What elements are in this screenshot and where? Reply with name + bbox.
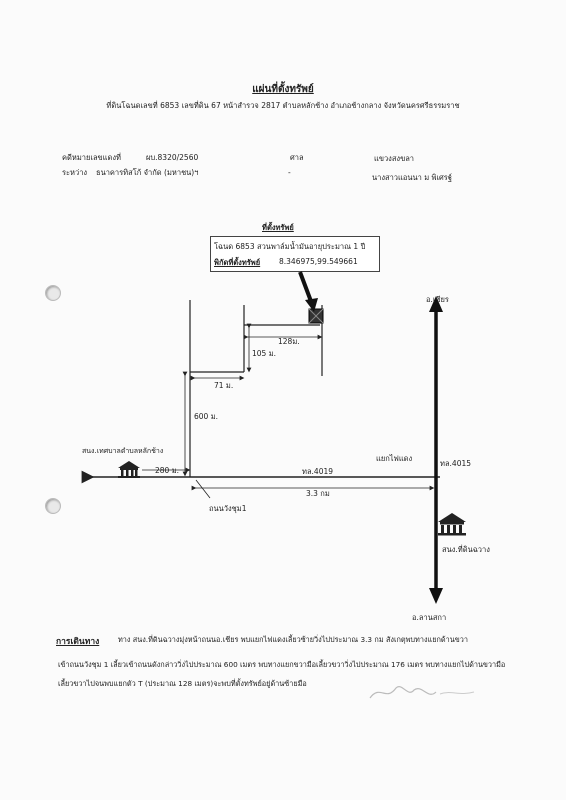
wangchum-road-label: ถนนวังชุม1 bbox=[209, 504, 247, 513]
case-number-value: ผบ.8320/2560 bbox=[146, 153, 199, 162]
distance-71: 71 ม. bbox=[214, 381, 233, 390]
distance-600: 600 ม. bbox=[194, 412, 218, 421]
court-label: ศาล bbox=[290, 153, 304, 162]
distance-280: 280 ม. bbox=[155, 466, 179, 475]
parcel-info-box: โฉนด 6853 สวนพาล์มน้ำมันอายุประมาณ 1 ปี … bbox=[210, 236, 380, 272]
north-label: อ.เชียร bbox=[426, 295, 449, 304]
road-4019-label: ทล.4019 bbox=[302, 467, 333, 476]
route-line-2: เข้าถนนวังชุม 1 เลี้ยวเข้าถนนดังกล่าววิ่… bbox=[58, 660, 506, 669]
building-icon bbox=[118, 461, 140, 478]
between-label: ระหว่าง bbox=[62, 168, 88, 177]
land-office-label: สนง.ที่ดินฉวาง bbox=[442, 544, 490, 554]
coordinate-value: 8.346975,99.549661 bbox=[279, 257, 358, 266]
distance-3-3km: 3.3 กม bbox=[306, 489, 330, 498]
parcel-description: โฉนด 6853 สวนพาล์มน้ำมันอายุประมาณ 1 ปี bbox=[214, 242, 366, 251]
arrow-down-icon bbox=[429, 588, 443, 604]
road-4015-label: ทล.4015 bbox=[440, 459, 471, 468]
distance-128: 128ม. bbox=[278, 337, 300, 346]
south-label: อ.ลานสกา bbox=[412, 613, 446, 622]
route-line-1: ทาง สนง.ที่ดินฉวางมุ่งหน้าถนนอ.เชียร พบแ… bbox=[118, 635, 468, 644]
page-title: แผ่นที่ตั้งทรัพย์ bbox=[252, 84, 314, 95]
signature-mark bbox=[369, 686, 475, 699]
route-line-3: เลี้ยวขวาไปจนพบแยกตัว T (ประมาณ 128 เมตร… bbox=[58, 679, 307, 688]
building-icon bbox=[438, 513, 466, 536]
arrow-up-icon bbox=[429, 296, 443, 312]
coordinate-label: พิกัดที่ตั้งทรัพย์ bbox=[214, 258, 261, 267]
distance-105: 105 ม. bbox=[252, 349, 276, 358]
defendant-name: นางสาวแอนนา ม พิเศรฐ์ bbox=[372, 173, 452, 182]
plaintiff-name: ธนาคารทิสโก้ จำกัด (มหาชน)ฯ bbox=[96, 168, 199, 177]
court-value: แขวงสงขลา bbox=[374, 154, 415, 163]
punch-hole bbox=[45, 498, 61, 514]
pointer-arrow bbox=[298, 271, 314, 305]
page-subtitle: ที่ดินโฉนดเลขที่ 6853 เลขที่ดิน 67 หน้าส… bbox=[106, 101, 460, 110]
junction-label: แยกไฟแดง bbox=[376, 454, 413, 463]
punch-hole bbox=[45, 285, 61, 301]
dash-text: - bbox=[288, 168, 291, 177]
case-number-label: คดีหมายเลขแดงที่ bbox=[62, 153, 121, 162]
map-title: ที่ตั้งทรัพย์ bbox=[262, 223, 294, 232]
municipal-office-label: สนง.เทศบาลตำบลหลักช้าง bbox=[82, 447, 163, 455]
route-heading: การเดินทาง bbox=[56, 637, 100, 647]
